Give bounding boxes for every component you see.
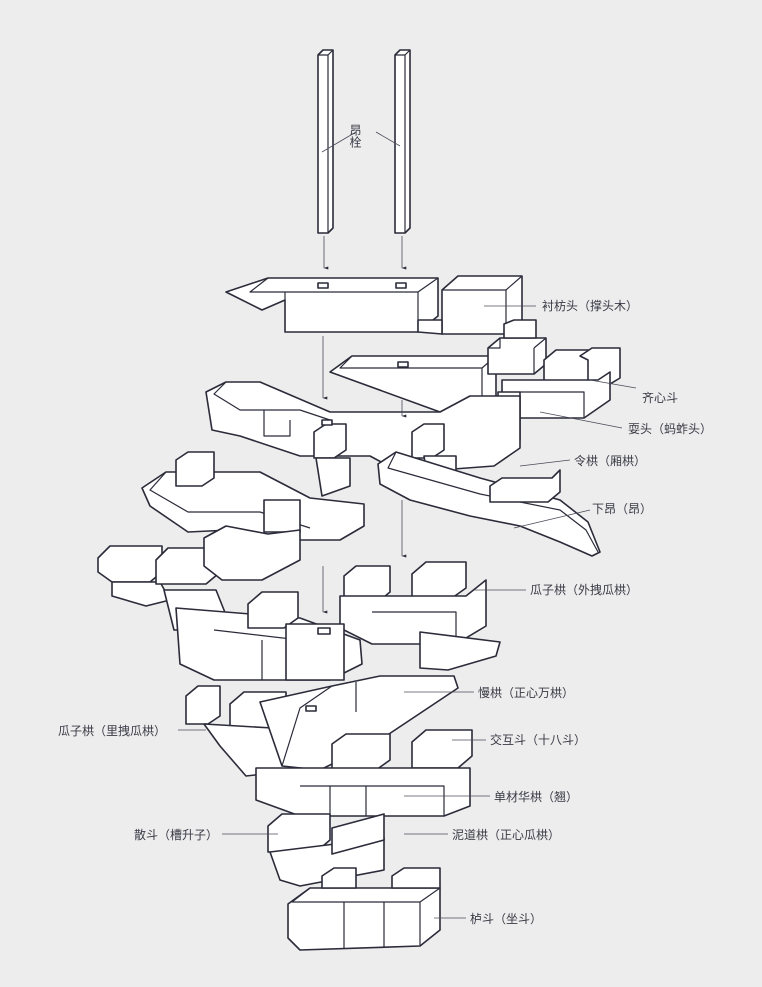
label-sandou: 散斗（槽升子） xyxy=(134,827,218,842)
angshuan-pins xyxy=(317,49,411,234)
mangong-arm xyxy=(97,525,501,681)
label-qixindou: 齐心斗 xyxy=(642,390,678,405)
jiaohudou-cluster xyxy=(255,729,473,817)
label-mangong: 慢栱（正心万栱） xyxy=(478,686,574,700)
label-chenfangtou: 衬枋头（撑头木） xyxy=(542,298,638,313)
leader-lines xyxy=(178,131,637,919)
alignment-arrows xyxy=(322,336,407,614)
chenfangtou-block xyxy=(225,275,523,335)
pin-arrows xyxy=(323,236,407,270)
label-ludou: 栌斗（坐斗） xyxy=(470,912,542,926)
ludou-block xyxy=(287,867,441,951)
label-nidaogong: 泥道栱（正心瓜栱） xyxy=(452,828,560,842)
label-guazigong-outer: 瓜子栱（外拽瓜栱） xyxy=(530,583,638,597)
label-angshuan: 昂栓 xyxy=(348,124,362,149)
label-shuatou: 耍头（蚂蚱头） xyxy=(628,421,712,436)
label-jiaohudou: 交互斗（十八斗） xyxy=(490,732,586,747)
label-xiaang: 下昂（昂） xyxy=(592,502,652,516)
label-linggong: 令栱（厢栱） xyxy=(574,453,646,468)
guazigong-outer xyxy=(141,451,487,645)
part-labels: 昂栓 衬枋头（撑头木） 齐心斗 耍头（蚂蚱头） 令栱（厢栱） 下昂（昂） 瓜子栱… xyxy=(58,124,712,926)
label-dancaihuagong: 单材华栱（翘） xyxy=(494,790,578,804)
xiaang-arm xyxy=(377,451,601,557)
label-guazigong-inner: 瓜子栱（里拽瓜栱） xyxy=(58,724,166,738)
guazigong-inner xyxy=(185,675,459,777)
